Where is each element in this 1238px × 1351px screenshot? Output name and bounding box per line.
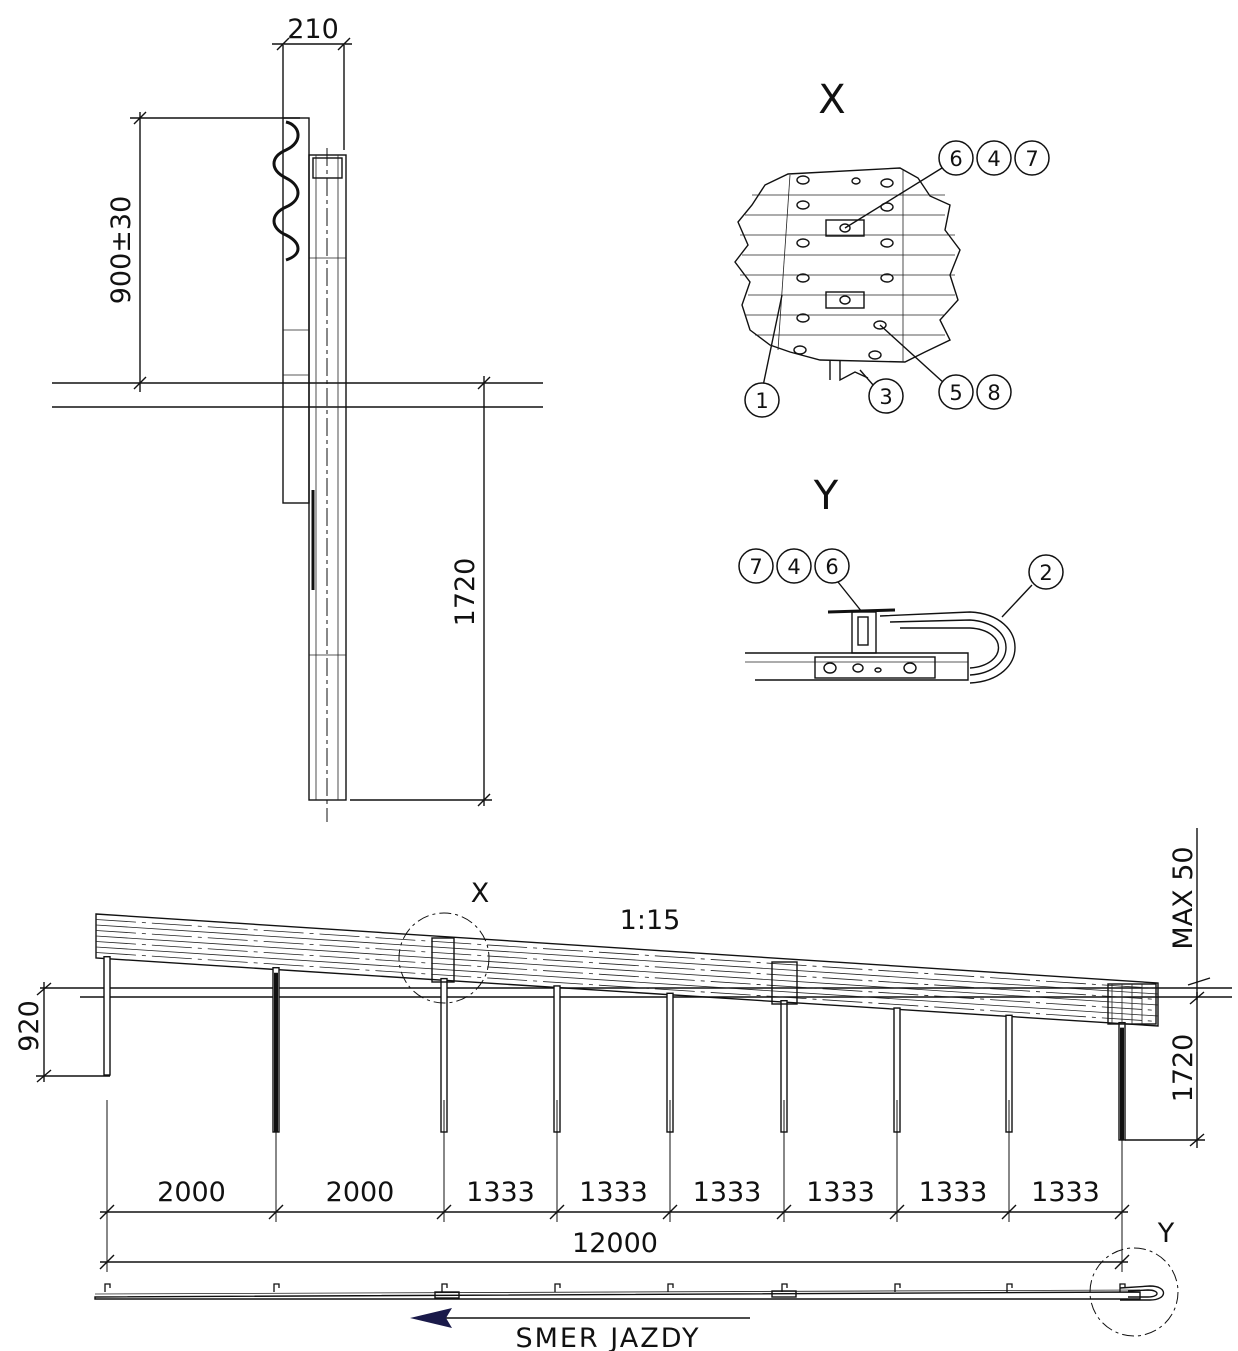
callout-6: 6 <box>949 147 962 171</box>
marker-x-label: X <box>471 878 490 909</box>
spacing-label-1: 2000 <box>326 1177 395 1208</box>
callout-y-6: 6 <box>825 555 838 579</box>
callout-7: 7 <box>1025 147 1038 171</box>
callout-8: 8 <box>987 381 1000 405</box>
spacing-label-2: 1333 <box>466 1177 535 1208</box>
detail-x-title: X <box>818 77 845 123</box>
spacing-label-0: 2000 <box>157 1177 226 1208</box>
callout-y-4: 4 <box>787 555 800 579</box>
spacing-label-4: 1333 <box>693 1177 762 1208</box>
section-view: 210 900±30 1720 <box>52 14 543 822</box>
callout-4: 4 <box>987 147 1000 171</box>
dim-920-label: 920 <box>14 1000 45 1052</box>
spacing-label-3: 1333 <box>579 1177 648 1208</box>
callout-5: 5 <box>949 381 962 405</box>
direction-arrow-icon <box>410 1308 452 1328</box>
callout-y-7: 7 <box>749 555 762 579</box>
spacing-label-6: 1333 <box>919 1177 988 1208</box>
dim-900-label: 900±30 <box>106 196 137 305</box>
marker-y-label: Y <box>1157 1218 1175 1249</box>
dim-210-label: 210 <box>287 14 339 45</box>
callout-y-2: 2 <box>1039 561 1052 585</box>
detail-y: Y 7 4 6 2 <box>738 473 1064 684</box>
slope-label: 1:15 <box>620 905 681 936</box>
plan-view: Y SMER JAZDY <box>94 1218 1179 1351</box>
detail-x: X 6 4 <box>734 77 1050 418</box>
elevation-view: X 1:15 MAX 50 1720 920 2000 2000 1333 1333 1… <box>14 828 1232 1272</box>
spacing-label-5: 1333 <box>806 1177 875 1208</box>
dim-1720-right-label: 1720 <box>1168 1034 1199 1103</box>
direction-label: SMER JAZDY <box>515 1323 700 1351</box>
dim-max50-label: MAX 50 <box>1168 846 1199 949</box>
total-length-label: 12000 <box>572 1228 658 1259</box>
callout-1: 1 <box>755 389 768 413</box>
callout-3: 3 <box>879 385 892 409</box>
spacing-label-7: 1333 <box>1031 1177 1100 1208</box>
detail-y-title: Y <box>813 473 839 519</box>
dim-1720-label: 1720 <box>450 558 481 627</box>
post <box>103 956 111 1076</box>
